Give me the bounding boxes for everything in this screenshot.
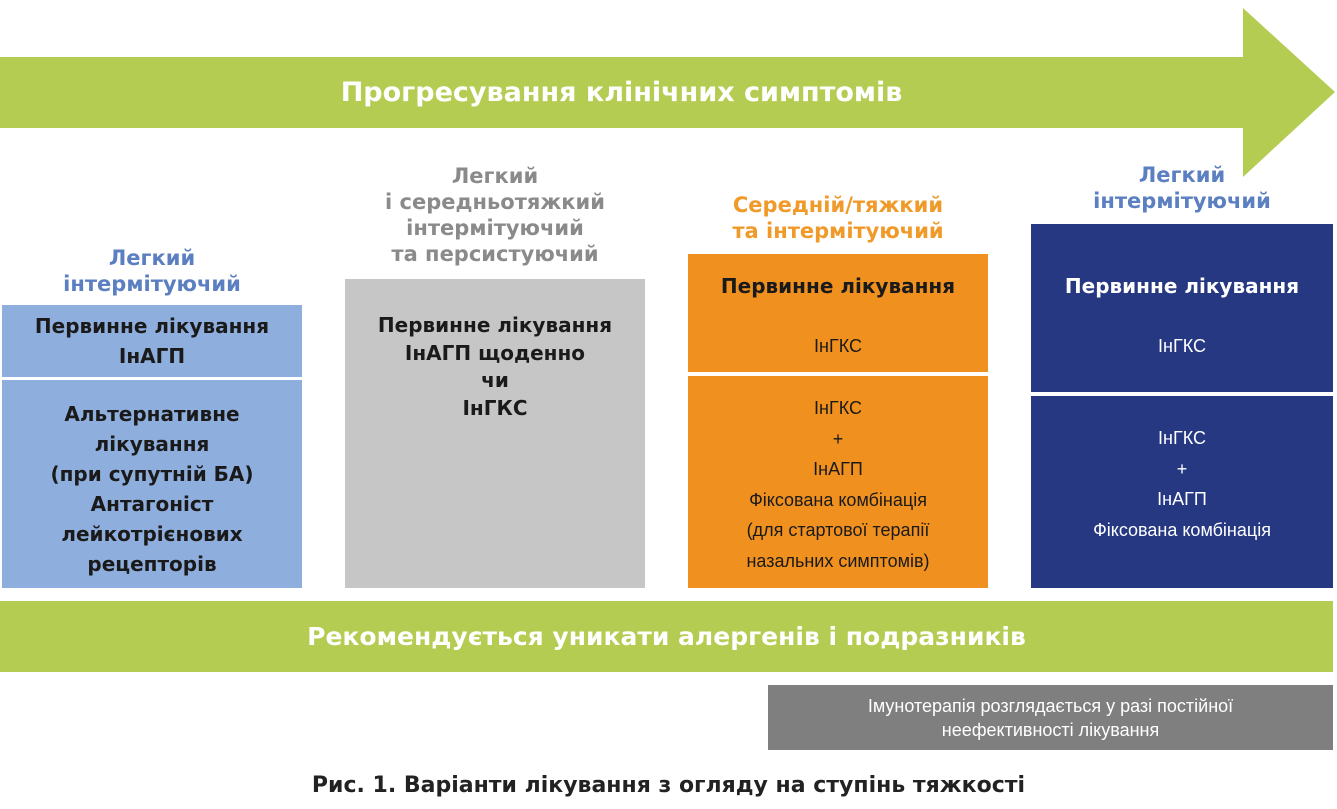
col4-combination-box: ІнГКС + ІнАГП Фіксована комбінація	[1031, 396, 1333, 588]
heading-line: і середньотяжкий	[385, 190, 605, 214]
box-line: (для стартової терапії	[746, 520, 930, 540]
heading-line: Легкий	[451, 164, 539, 188]
box-line: ІнАГП	[118, 344, 186, 368]
col3-primary-box: Первинне лікування ІнГКС	[688, 254, 988, 372]
heading-line: інтермітуючий	[406, 216, 584, 240]
box-line: ІнГКС	[814, 398, 862, 418]
box-line: Антагоніст	[90, 492, 214, 516]
box-line: Фіксована комбінація	[1093, 519, 1271, 540]
arrow-shape	[0, 8, 1335, 177]
box-line: ІнГКС	[1158, 428, 1206, 448]
primary-item: ІнГКС	[814, 336, 862, 356]
col1-primary-box: Первинне лікування ІнАГП	[2, 305, 302, 377]
box-line: +	[1176, 458, 1188, 479]
progression-arrow	[0, 8, 1335, 177]
avoid-allergens-bar: Рекомендується уникати алергенів і подра…	[0, 601, 1333, 672]
box-line: ІнАГП	[1157, 489, 1207, 509]
arrow-label: Прогресування клінічних симптомів	[340, 77, 903, 108]
immunotherapy-box: Імунотерапія розглядається у разі постій…	[768, 685, 1333, 750]
col1-alternative-box: Альтернативне лікування (при супутній БА…	[2, 380, 302, 588]
box-line: рецепторів	[87, 552, 217, 576]
box-line: Фіксована комбінація	[749, 489, 927, 510]
heading-line: інтермітуючий	[1093, 189, 1271, 213]
box-line: чи	[481, 368, 509, 392]
col1-heading: Легкий інтермітуючий	[2, 245, 302, 297]
heading-line: Легкий	[1138, 163, 1226, 187]
heading-line: та персистуючий	[391, 242, 599, 266]
box-line: ІнГКС	[462, 395, 528, 420]
heading-line: Середній/тяжкий	[732, 193, 944, 217]
heading-line: та інтермітуючий	[732, 219, 944, 243]
col2-primary-box: Первинне лікування ІнАГП щоденно чи ІнГК…	[345, 279, 645, 588]
box-line: (при супутній БА)	[50, 462, 254, 486]
col4-primary-box: Первинне лікування ІнГКС	[1031, 224, 1333, 392]
heading-line: Легкий	[108, 246, 196, 270]
col3-heading: Середній/тяжкий та інтермітуючий	[688, 192, 988, 244]
box-line: Альтернативне	[64, 402, 240, 426]
primary-title: Первинне лікування	[1064, 274, 1300, 298]
primary-item: ІнГКС	[1158, 336, 1206, 356]
box-line: лейкотрієнових	[61, 522, 243, 546]
box-line: Імунотерапія розглядається у разі постій…	[867, 695, 1234, 716]
box-line: неефективності лікування	[941, 719, 1160, 740]
box-line: +	[832, 428, 844, 449]
heading-line: інтермітуючий	[63, 272, 241, 296]
col4-heading: Легкий інтермітуючий	[1031, 162, 1333, 214]
box-line: назальних симптомів)	[746, 550, 930, 571]
box-line: лікування	[94, 432, 210, 456]
primary-title: Первинне лікування	[720, 274, 956, 298]
col3-combination-box: ІнГКС + ІнАГП Фіксована комбінація (для …	[688, 376, 988, 588]
box-line: ІнАГП	[813, 459, 863, 479]
box-line: Первинне лікування	[34, 314, 270, 338]
box-line: ІнАГП щоденно	[404, 340, 586, 365]
col2-heading: Легкий і середньотяжкий інтермітуючий та…	[345, 163, 645, 267]
figure-caption: Рис. 1. Варіанти лікування з огляду на с…	[311, 773, 1026, 798]
box-line: Первинне лікування	[377, 313, 613, 337]
